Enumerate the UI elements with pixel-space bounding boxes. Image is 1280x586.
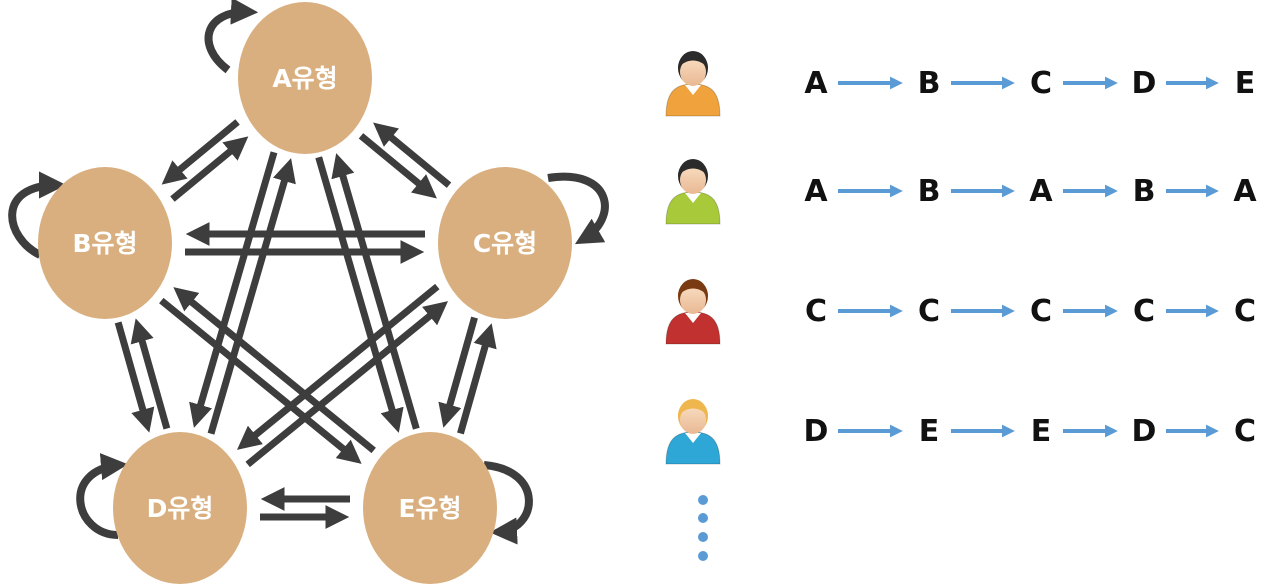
dot xyxy=(698,551,708,561)
arrow-d-to-b xyxy=(130,318,171,430)
arrow-a-to-e xyxy=(315,156,404,433)
sequence-step: E xyxy=(1031,414,1052,449)
arrow-d-to-c xyxy=(245,301,449,468)
sequence-step: D xyxy=(804,414,829,449)
self-loop-b xyxy=(8,171,67,259)
node-b: B유형 xyxy=(38,167,172,319)
sequence-step: C xyxy=(918,294,940,329)
sequence-step: B xyxy=(1133,174,1156,209)
arrow-b-to-d xyxy=(114,321,155,433)
person-icon-green-shirt xyxy=(665,159,721,225)
node-a-circle xyxy=(238,2,372,154)
dot xyxy=(698,495,708,505)
arrow-b-to-e xyxy=(159,297,362,464)
node-d: D유형 xyxy=(113,432,247,584)
node-b-label: B유형 xyxy=(72,229,137,258)
node-e-label: E유형 xyxy=(398,494,461,523)
sequence-step: E xyxy=(919,414,940,449)
sequence-step: A xyxy=(1233,174,1257,209)
arrow-c-to-d xyxy=(236,283,440,450)
arrow-e-to-b xyxy=(173,287,376,454)
self-loop-c xyxy=(547,172,609,245)
sequence-step: B xyxy=(918,66,941,101)
arrow-a-to-d xyxy=(189,151,278,428)
dot xyxy=(698,513,708,523)
sequence-step: C xyxy=(1133,294,1155,329)
arrow-d-to-a xyxy=(207,158,296,435)
sequence-step: C xyxy=(1234,414,1256,449)
self-loop-e xyxy=(483,461,533,545)
sequence-step: B xyxy=(918,174,941,209)
transition-sequences: A B C D E A B A B A C C C C C D E E D C xyxy=(804,66,1258,449)
sequence-step: D xyxy=(1132,414,1157,449)
person-icon-red-shirt xyxy=(665,279,721,345)
node-a-label: A유형 xyxy=(272,64,337,93)
person-icon-orange-shirt xyxy=(665,51,721,117)
node-c-label: C유형 xyxy=(473,229,537,258)
node-c-circle xyxy=(438,167,572,319)
sequence-step: A xyxy=(804,66,828,101)
arrow-a-to-c xyxy=(358,133,437,199)
sequence-step: C xyxy=(1030,66,1052,101)
node-a: A유형 xyxy=(238,2,372,154)
self-loop-a xyxy=(204,0,259,74)
arrow-c-to-a xyxy=(373,122,452,188)
more-rows-dots xyxy=(698,495,708,561)
sequence-step: C xyxy=(1030,294,1052,329)
dot xyxy=(698,532,708,542)
node-d-label: D유형 xyxy=(147,494,214,523)
node-b-circle xyxy=(38,167,172,319)
sequence-step: A xyxy=(1029,174,1053,209)
transition-arrows xyxy=(114,119,497,529)
arrow-b-to-a xyxy=(170,136,249,202)
node-e-circle xyxy=(363,432,497,584)
arrow-a-to-b xyxy=(161,119,240,185)
self-loop-arrows xyxy=(8,0,609,545)
arrow-c-to-e xyxy=(438,316,478,428)
node-e: E유형 xyxy=(363,432,497,584)
self-loop-d xyxy=(76,453,129,539)
sequence-step: D xyxy=(1132,66,1157,101)
sequence-step: E xyxy=(1235,66,1256,101)
node-c: C유형 xyxy=(438,167,572,319)
arrow-e-to-c xyxy=(457,323,497,435)
node-d-circle xyxy=(113,432,247,584)
sequence-step: A xyxy=(804,174,828,209)
sequence-step: C xyxy=(805,294,827,329)
type-nodes: A유형 B유형 C유형 D유형 E유형 xyxy=(38,2,572,584)
person-icon-blue-shirt xyxy=(665,399,721,465)
customer-icons xyxy=(665,51,721,465)
sequence-step: C xyxy=(1234,294,1256,329)
arrow-e-to-a xyxy=(331,153,420,430)
